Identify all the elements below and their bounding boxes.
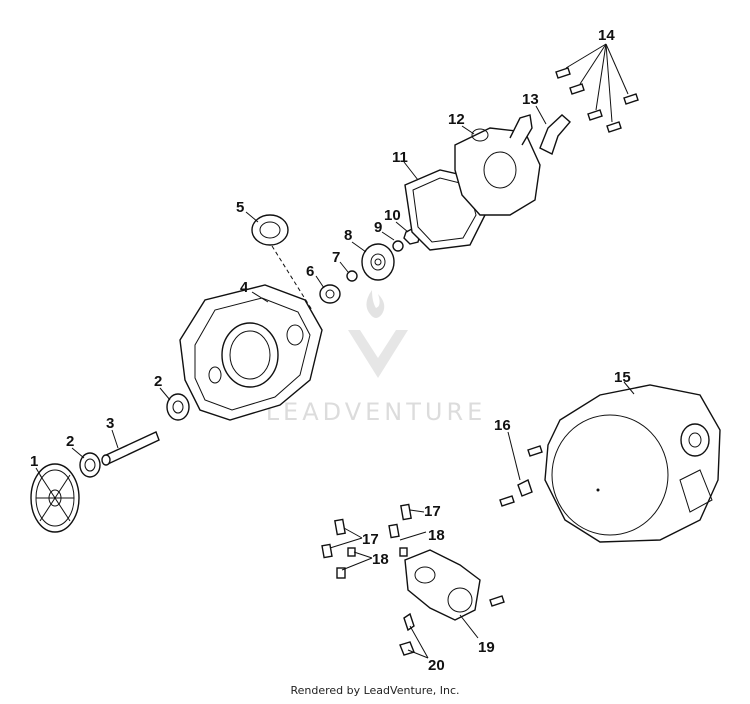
- callout-13: 13: [522, 91, 539, 108]
- callout-6: 6: [306, 263, 314, 280]
- part-thermostat-housing: [404, 549, 505, 621]
- leader-lines: [35, 43, 635, 659]
- part-dowels: [321, 503, 412, 579]
- callout-18-right: 18: [428, 527, 445, 544]
- part-gear: [30, 463, 80, 533]
- part-washer: [346, 270, 358, 282]
- part-bearing-lower: [79, 452, 101, 478]
- callout-18-left: 18: [372, 551, 389, 568]
- part-shaft: [101, 431, 160, 466]
- part-impeller: [361, 243, 395, 281]
- watermark-text: LEADVENTURE: [266, 398, 487, 426]
- callout-8: 8: [344, 227, 352, 244]
- assembly-line: [271, 245, 313, 311]
- leadventure-watermark: LEADVENTURE: [266, 290, 487, 426]
- callout-9: 9: [374, 219, 382, 236]
- callout-2-lower: 2: [66, 433, 74, 450]
- callout-7: 7: [332, 249, 340, 266]
- callout-5: 5: [236, 199, 244, 216]
- callout-2-upper: 2: [154, 373, 162, 390]
- callout-3: 3: [106, 415, 114, 432]
- callouts: 1 2 3 2 4 5 6 7 8 9 10 11 12 13 14 15 16…: [30, 27, 631, 674]
- callout-4: 4: [240, 279, 249, 296]
- part-bolts-cover-side: [499, 445, 543, 507]
- callout-15: 15: [614, 369, 631, 386]
- callout-17-right: 17: [424, 503, 441, 520]
- part-pump-cover: [454, 114, 541, 216]
- callout-20: 20: [428, 657, 445, 674]
- callout-17-left: 17: [362, 531, 379, 548]
- part-washer-2: [392, 240, 404, 252]
- part-bearing-upper: [166, 393, 190, 421]
- part-bolts-thermostat: [399, 612, 415, 656]
- part-elbow: [539, 114, 571, 155]
- callout-14: 14: [598, 27, 615, 44]
- part-seal: [251, 214, 289, 246]
- part-bushing: [319, 284, 341, 304]
- callout-16: 16: [494, 417, 511, 434]
- callout-1: 1: [30, 453, 38, 470]
- callout-12: 12: [448, 111, 465, 128]
- callout-10: 10: [384, 207, 401, 224]
- callout-19: 19: [478, 639, 495, 656]
- footer-credit: Rendered by LeadVenture, Inc.: [290, 684, 460, 697]
- part-housing: [179, 284, 323, 421]
- part-flywheel-cover: [544, 384, 721, 543]
- callout-11: 11: [392, 149, 408, 166]
- part-bolts-cover: [555, 67, 639, 133]
